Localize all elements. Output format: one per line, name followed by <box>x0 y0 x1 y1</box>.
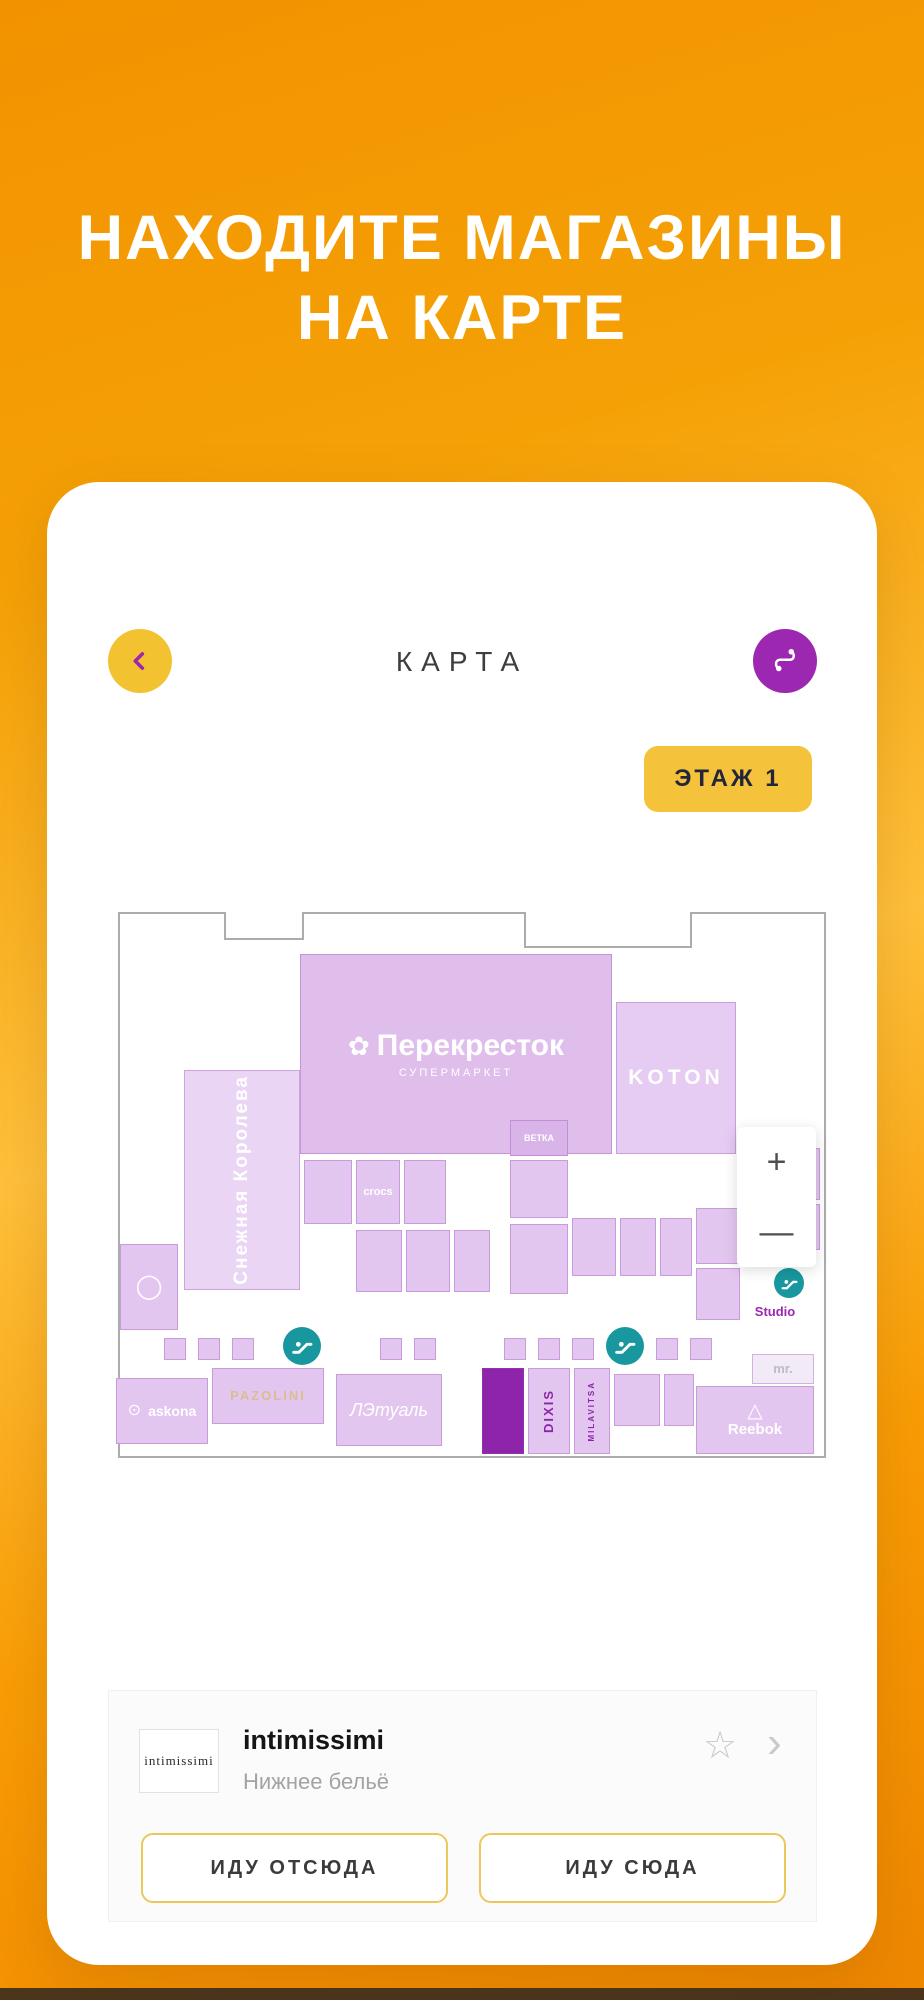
map-store-snezhnaya-koroleva[interactable]: Снежная Королева <box>184 1070 300 1290</box>
map-store-store-b2[interactable] <box>406 1230 450 1292</box>
reebok-label: Reebok <box>727 1421 783 1439</box>
escalator-marker[interactable] <box>283 1327 321 1365</box>
betka-label: ВЕТКА <box>524 1132 554 1143</box>
letoile-label: ЛЭтуаль <box>350 1399 428 1420</box>
store-left-icon: ◯ <box>135 1273 163 1300</box>
map-outline-notch <box>224 912 304 940</box>
route-button[interactable] <box>753 629 817 693</box>
askona-logo: ⊙ askona <box>128 1403 197 1419</box>
map-store-store-b4[interactable] <box>510 1224 568 1294</box>
escalator-icon <box>614 1341 636 1354</box>
map-store-store-left[interactable]: ◯ <box>120 1244 178 1330</box>
chevron-left-icon <box>133 652 145 670</box>
walk-to-here-button[interactable]: ИДУ СЮДА <box>479 1833 786 1903</box>
map-store-askona[interactable]: ⊙ askona <box>116 1378 208 1444</box>
dixis-label: DIXIS <box>540 1389 556 1433</box>
zoom-panel: + — <box>737 1127 816 1267</box>
store-logo: intimissimi <box>139 1729 219 1793</box>
map-kiosk[interactable] <box>690 1338 712 1360</box>
map-kiosk[interactable] <box>414 1338 436 1360</box>
headline-line-2: НА КАРТЕ <box>296 283 628 353</box>
store-name: intimissimi <box>243 1725 385 1755</box>
milavitsa-label: MILAVITSA <box>587 1380 597 1442</box>
escalator-marker[interactable] <box>606 1327 644 1365</box>
map-kiosk[interactable] <box>164 1338 186 1360</box>
map-store-mr[interactable]: mr. <box>752 1354 814 1384</box>
escalator-icon <box>291 1341 313 1354</box>
crocs-label: crocs <box>363 1185 393 1198</box>
map-store-dixis[interactable]: DIXIS <box>528 1368 570 1454</box>
map-store-store-b3[interactable] <box>454 1230 490 1292</box>
reebok-icon: △ <box>747 1400 763 1423</box>
perekrestok-logo: ✿Перекресток <box>348 1029 564 1064</box>
perekrestok-sublabel: СУПЕРМАРКЕТ <box>398 1067 514 1080</box>
map-store-pazolini[interactable]: PAZOLINI <box>212 1368 324 1424</box>
perekrestok-icon: ✿ <box>347 1031 370 1061</box>
store-logo-text: intimissimi <box>144 1753 214 1768</box>
map-kiosk[interactable] <box>538 1338 560 1360</box>
map-store-letoile[interactable]: ЛЭтуаль <box>336 1374 442 1446</box>
map-store-store-b5[interactable] <box>572 1218 616 1276</box>
askona-icon: ⊙ <box>127 1402 142 1419</box>
mr-label: mr. <box>773 1360 793 1376</box>
map-store-store-c2[interactable] <box>696 1268 740 1320</box>
route-icon <box>774 649 795 672</box>
escalator-icon <box>781 1279 797 1289</box>
map-store-store-a3[interactable] <box>510 1160 568 1218</box>
map-kiosk[interactable] <box>504 1338 526 1360</box>
map-kiosk[interactable] <box>656 1338 678 1360</box>
koton-label: KOTON <box>628 1065 724 1089</box>
headline-line-1: НАХОДИТЕ МАГАЗИНЫ <box>77 203 847 273</box>
store-category: Нижнее бельё <box>243 1769 390 1794</box>
screen-bottom-edge <box>0 1988 924 2000</box>
map-store-store-b7[interactable] <box>660 1218 692 1276</box>
map-floor-outline <box>118 912 826 1458</box>
map-store-betka[interactable]: ВЕТКА <box>510 1120 568 1156</box>
map-kiosk[interactable] <box>198 1338 220 1360</box>
map-kiosk[interactable] <box>232 1338 254 1360</box>
map-store-milavitsa[interactable]: MILAVITSA <box>574 1368 610 1454</box>
map-store-intimissimi-highlight[interactable] <box>482 1368 524 1454</box>
store-info-sheet: intimissimi intimissimi Нижнее бельё ☆ ›… <box>108 1690 817 1922</box>
studio-label: Studio <box>754 1303 796 1319</box>
map-store-store-b6[interactable] <box>620 1218 656 1276</box>
back-button[interactable] <box>108 629 172 693</box>
page-title: КАРТА <box>395 646 529 677</box>
zoom-in-button[interactable]: + <box>766 1142 787 1181</box>
zoom-out-button[interactable]: — <box>759 1212 794 1251</box>
map-store-store-d2[interactable] <box>664 1374 694 1426</box>
map-store-reebok[interactable]: △Reebok <box>696 1386 814 1454</box>
map-store-crocs[interactable]: crocs <box>356 1160 400 1224</box>
snezhnaya-koroleva-label: Снежная Королева <box>231 1075 253 1285</box>
walk-from-here-button[interactable]: ИДУ ОТСЮДА <box>141 1833 448 1903</box>
map-store-store-d1[interactable] <box>614 1374 660 1426</box>
map-store-store-a1[interactable] <box>304 1160 352 1224</box>
chevron-right-icon[interactable]: › <box>767 1718 782 1767</box>
map-store-koton[interactable]: KOTON <box>616 1002 736 1154</box>
map-store-studio[interactable]: Studio <box>730 1302 820 1322</box>
map-store-store-a2[interactable] <box>404 1160 446 1224</box>
favorite-star-icon[interactable]: ☆ <box>703 1725 738 1767</box>
promo-headline: НАХОДИТЕ МАГАЗИНЫ НА КАРТЕ <box>0 198 924 358</box>
floor-selector-button[interactable]: ЭТАЖ 1 <box>644 746 812 812</box>
map-outline-notch <box>524 912 692 948</box>
map-store-store-c1[interactable] <box>696 1208 740 1264</box>
escalator-marker[interactable] <box>774 1268 804 1298</box>
perekrestok-label: Перекресток <box>376 1028 564 1062</box>
map-store-store-b1[interactable] <box>356 1230 402 1292</box>
map-kiosk[interactable] <box>572 1338 594 1360</box>
map-kiosk[interactable] <box>380 1338 402 1360</box>
pazolini-label: PAZOLINI <box>230 1387 306 1403</box>
askona-label: askona <box>148 1402 197 1419</box>
